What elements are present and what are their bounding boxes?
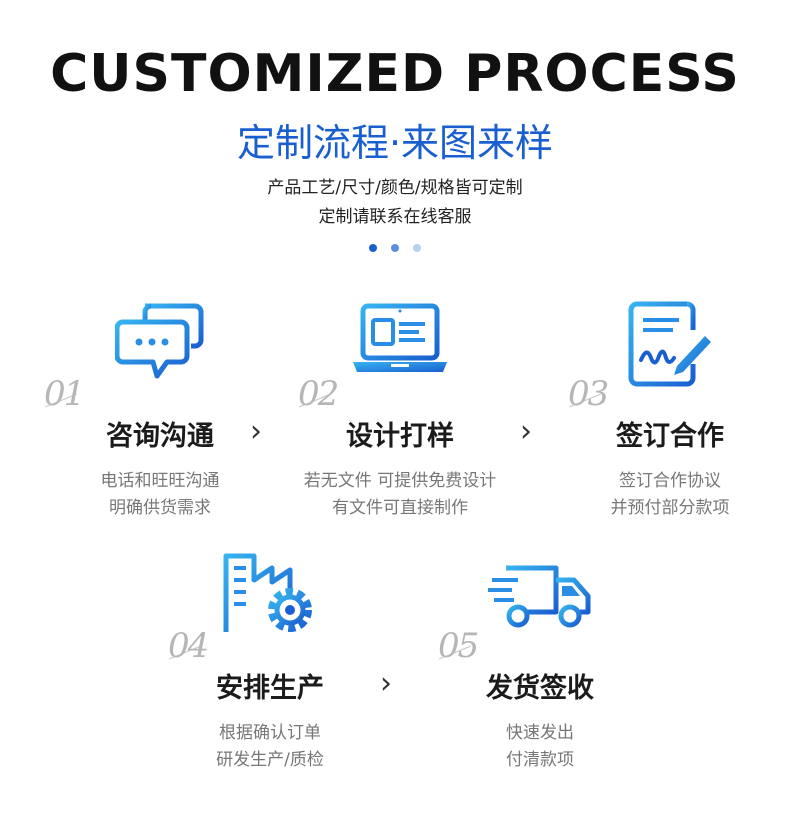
- step-desc-line-1: 电话和旺旺沟通: [100, 471, 220, 491]
- step-title: 安排生产: [216, 673, 324, 704]
- step-title: 签订合作: [616, 421, 724, 452]
- laptop-design-icon: [353, 303, 447, 372]
- dot-active: [369, 244, 377, 252]
- title-english: CUSTOMIZED PROCESS: [50, 44, 740, 104]
- step-desc-line-2: 研发生产/质检: [216, 750, 324, 770]
- step-number: 02: [298, 374, 339, 414]
- step-desc-line-1: 签订合作协议: [619, 471, 721, 491]
- arrow-right-icon: ›: [250, 414, 262, 449]
- step-production: 04 安排生产 根据确认订单 研发生产/质检: [150, 552, 390, 802]
- step-desc-line-2: 有文件可直接制作: [332, 498, 468, 518]
- description-line-1: 产品工艺/尺寸/颜色/规格皆可定制: [267, 178, 523, 198]
- step-desc-line-1: 若无文件 可提供免费设计: [303, 471, 497, 491]
- contract-sign-icon: [628, 301, 711, 387]
- step-number: 05: [438, 626, 479, 666]
- step-contract: 03 签订合作 签订合作协议 并预付部分款项: [550, 300, 790, 550]
- step-number: 01: [44, 374, 85, 414]
- step-desc-line-1: 根据确认订单: [219, 723, 321, 743]
- factory-gear-icon: [223, 553, 312, 634]
- step-desc-line-1: 快速发出: [506, 723, 574, 743]
- pagination-dots: [0, 244, 790, 252]
- step-design: 02 设计打样 若无文件 可提供免费设计 有文件可直接制作: [280, 300, 520, 550]
- step-consult: 01 咨询沟通 电话和旺旺沟通 明确供货需求: [40, 300, 280, 550]
- step-number: 03: [568, 374, 609, 414]
- title-chinese: 定制流程·来图来样: [236, 121, 554, 165]
- arrow-right-icon: ›: [380, 666, 392, 701]
- arrow-right-icon: ›: [520, 414, 532, 449]
- dot: [391, 244, 399, 252]
- step-delivery: 05 发货签收 快速发出 付清款项: [420, 552, 660, 802]
- step-title: 设计打样: [346, 421, 454, 452]
- step-title: 发货签收: [486, 673, 594, 704]
- step-number: 04: [168, 626, 209, 666]
- step-desc-line-2: 付清款项: [506, 750, 574, 770]
- step-desc-line-2: 明确供货需求: [109, 498, 211, 518]
- step-title: 咨询沟通: [106, 421, 214, 452]
- dot: [413, 244, 421, 252]
- chat-bubbles-icon: [115, 303, 204, 379]
- delivery-truck-icon: [488, 565, 591, 628]
- step-desc-line-2: 并预付部分款项: [610, 498, 730, 518]
- description-line-2: 定制请联系在线客服: [318, 207, 472, 227]
